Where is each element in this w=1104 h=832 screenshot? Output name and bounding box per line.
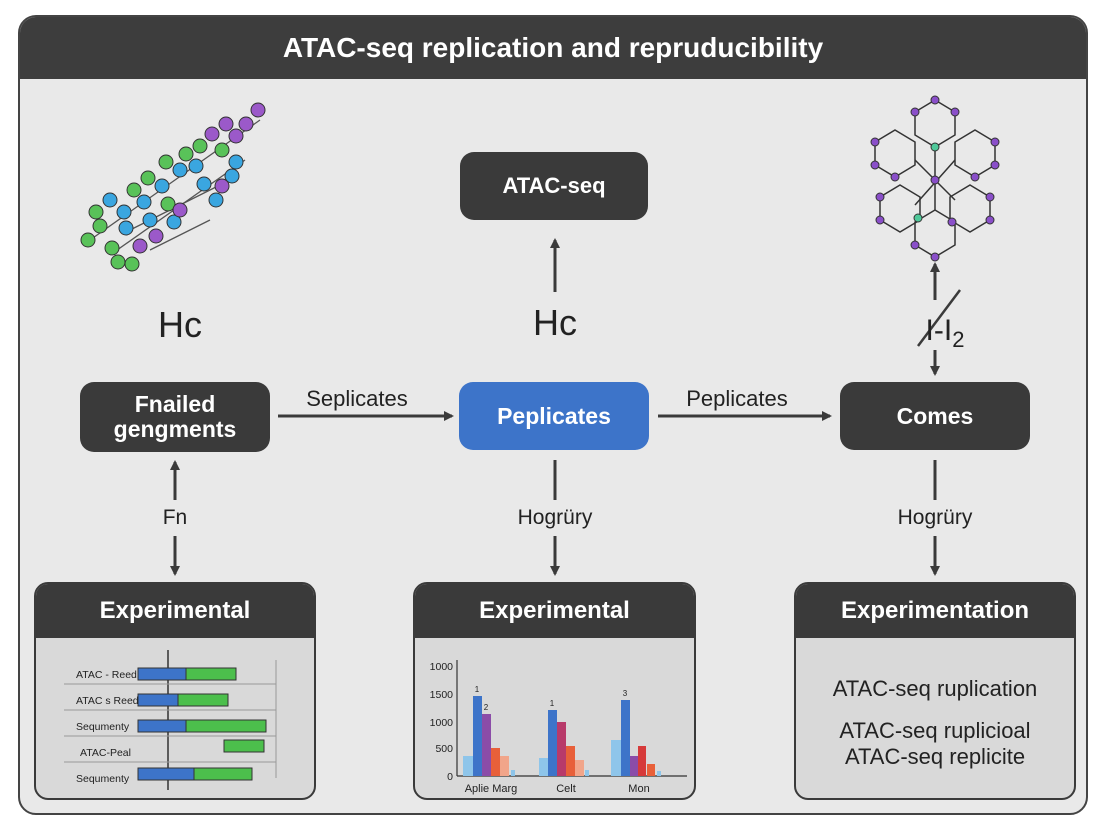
bar-g2-6 — [585, 770, 589, 776]
bar-g1-4 — [491, 748, 500, 776]
center-bar-chart: 1000 1500 1000 500 0 1 — [430, 660, 687, 795]
label-h2-sub: 2 — [952, 327, 965, 352]
card-right-line3: ATAC-seq replicite — [844, 744, 1026, 769]
bar-g2-5 — [575, 760, 584, 776]
left-bars-chart: ATAC - Reed ATAC s Reed Sequmenty ATAC-P… — [64, 650, 277, 790]
left-bar-2-blue — [137, 693, 179, 707]
left-bar-3-green — [185, 719, 267, 733]
bar-g2-1 — [539, 758, 548, 776]
label-hc-center: Hc — [533, 302, 577, 343]
node-comes: Comes — [840, 382, 1030, 450]
bar-g1-2 — [473, 696, 482, 776]
left-bar-2-green — [177, 693, 229, 707]
left-row-label-3: Sequmenty — [76, 721, 130, 733]
molecule-right-icon — [870, 95, 1000, 262]
card-right-line2: ATAC-seq ruplicioal — [839, 718, 1031, 743]
left-bar-4-green — [223, 739, 265, 753]
x-cat-1: Aplie Marg — [465, 783, 518, 795]
bar-label-1: 1 — [475, 685, 480, 694]
edge-label-right-down: Hogrüry — [897, 506, 973, 529]
node-atac-seq: ATAC-seq — [460, 152, 648, 220]
y-tick-2: 1500 — [430, 689, 454, 701]
y-tick-5: 0 — [447, 771, 453, 783]
bar-label-2: 2 — [484, 703, 489, 712]
card-left-title: Experimental — [36, 584, 314, 638]
bar-g3-3 — [630, 756, 638, 776]
bar-g1-1 — [463, 756, 473, 776]
left-bar-5-green — [193, 767, 253, 781]
bar-g2-3 — [557, 722, 566, 776]
card-left: Experimental ATAC - Reed ATAC s Reed Seq… — [34, 582, 316, 800]
card-center-title: Experimental — [415, 584, 694, 638]
y-tick-1: 1000 — [430, 661, 454, 673]
y-tick-4: 500 — [435, 743, 453, 755]
left-row-label-5: Sequmenty — [76, 773, 130, 785]
bar-g2-4 — [566, 746, 575, 776]
bar-g3-4 — [638, 746, 646, 776]
bar-label-4: 3 — [623, 689, 628, 698]
bar-g1-5 — [500, 756, 509, 776]
left-bar-5-blue — [137, 767, 195, 781]
card-right: Experimentation ATAC-seq ruplication ATA… — [794, 582, 1076, 800]
card-right-line1: ATAC-seq ruplication — [832, 676, 1038, 701]
card-right-title: Experimentation — [796, 584, 1074, 638]
bar-g3-2 — [621, 700, 630, 776]
molecule-left-icon — [80, 102, 266, 272]
label-hc-left: Hc — [158, 304, 202, 345]
edge-label-center-down: Hogrüry — [517, 506, 593, 529]
left-row-label-2: ATAC s Reed — [76, 695, 139, 707]
left-bar-1-green — [185, 667, 237, 681]
edge-label-left-center: Seplicates — [306, 386, 408, 411]
bar-g2-2 — [548, 710, 557, 776]
left-row-label-1: ATAC - Reed — [76, 669, 137, 681]
label-h2-right: I-I2 — [905, 314, 985, 353]
diagram-title: ATAC-seq replication and repruducibility — [20, 17, 1086, 79]
y-tick-3: 1000 — [430, 717, 454, 729]
left-row-label-4: ATAC-Peal — [80, 747, 131, 759]
x-cat-2: Celt — [556, 783, 576, 795]
bar-g1-6 — [511, 770, 515, 776]
bar-g1-3 — [482, 714, 491, 776]
node-left-line2: gengments — [113, 416, 237, 442]
node-left-line1: Fnailed — [134, 390, 216, 417]
slash-mark — [917, 289, 961, 347]
label-h2-main: I-I — [925, 314, 953, 347]
node-failed-segments: Fnailed gengments — [80, 382, 270, 452]
edge-label-center-right: Peplicates — [686, 386, 788, 411]
bar-g3-1 — [611, 740, 621, 776]
bar-g3-5 — [647, 764, 655, 776]
bar-label-3: 1 — [550, 699, 555, 708]
node-replicates: Peplicates — [459, 382, 649, 450]
edge-label-left-down: Fn — [162, 506, 188, 529]
card-center: Experimental 1000 1500 1000 500 0 — [413, 582, 696, 800]
left-bar-3-blue — [137, 719, 187, 733]
bar-g3-6 — [657, 771, 661, 776]
left-row-lines — [64, 660, 277, 778]
left-bar-1-blue — [137, 667, 187, 681]
x-cat-3: Mon — [628, 783, 649, 795]
